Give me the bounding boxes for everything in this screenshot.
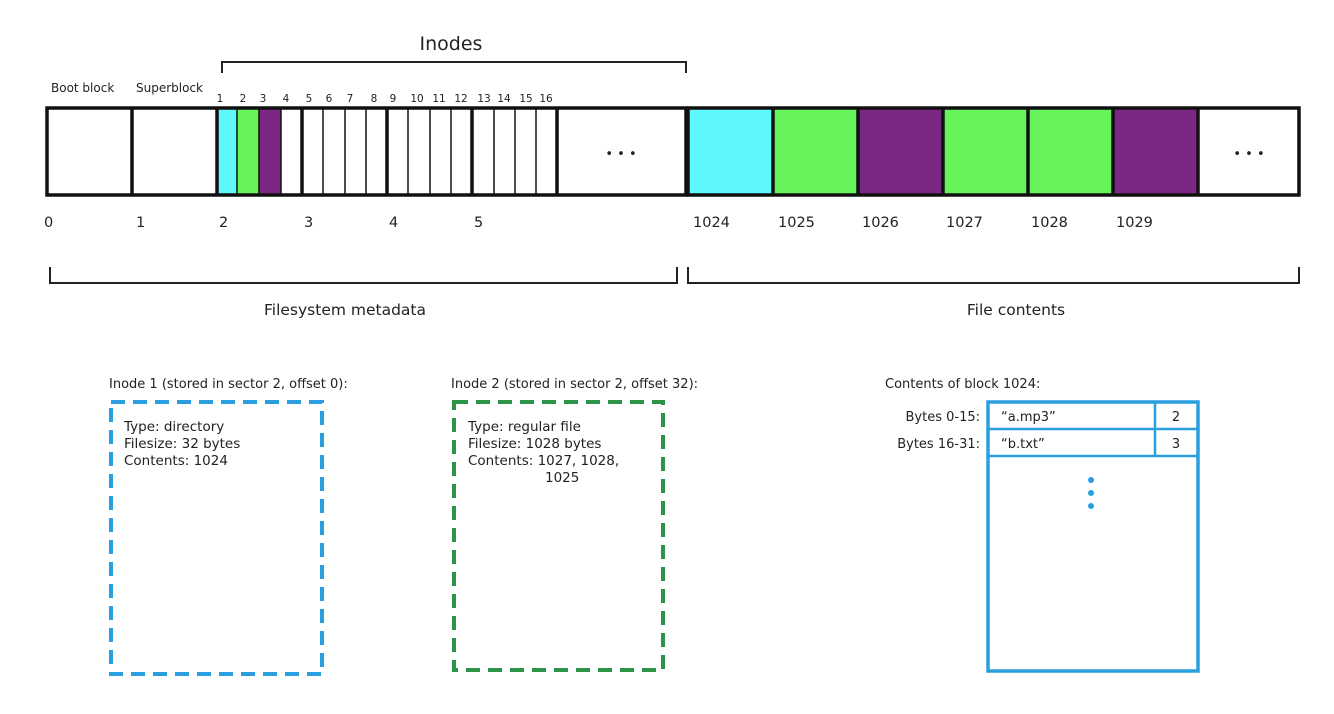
inode-2-contents-cont: 1025 — [545, 470, 579, 486]
inode-2-filesize: Filesize: 1028 bytes — [468, 436, 601, 452]
inode-index-10: 10 — [410, 93, 423, 105]
row-1-inode: 2 — [1172, 410, 1180, 425]
row-2-inode: 3 — [1172, 437, 1180, 452]
row-2-label: Bytes 16-31: — [897, 437, 980, 452]
sector-1025 — [773, 108, 858, 195]
sector-number-1028: 1028 — [1031, 215, 1068, 231]
block-1024-panel: Contents of block 1024: Bytes 0-15: “a.m… — [885, 377, 1200, 673]
sector-ellipsis-slot — [1198, 108, 1299, 195]
metadata-strip-outline — [45, 106, 688, 197]
inode-1-type: Type: directory — [123, 419, 224, 435]
inode-2-panel: Inode 2 (stored in sector 2, offset 32):… — [451, 377, 698, 672]
sector-number-3: 3 — [304, 215, 313, 231]
row-1-name: “a.mp3” — [1001, 410, 1056, 425]
inode-slot-2 — [237, 108, 259, 195]
contents-bracket — [687, 267, 1300, 284]
inode-slot-3 — [259, 108, 281, 195]
inode-index-2: 2 — [240, 93, 247, 105]
metadata-ellipsis: • • • — [605, 147, 636, 162]
inode-2-contents: Contents: 1027, 1028, — [468, 453, 619, 469]
inode-index-12: 12 — [454, 93, 467, 105]
filesystem-metadata-label: Filesystem metadata — [264, 301, 426, 319]
sector-number-5: 5 — [474, 215, 483, 231]
sector-dividers — [130, 108, 559, 195]
contents-strip-outline — [686, 106, 1301, 197]
metadata-bracket — [49, 267, 678, 284]
sector-number-4: 4 — [389, 215, 398, 231]
sector-number-2: 2 — [219, 215, 228, 231]
row-2-name: “b.txt” — [1001, 437, 1045, 452]
inodes-label: Inodes — [420, 33, 483, 55]
contents-ellipsis: • • • — [1233, 147, 1264, 162]
sector-number-1024: 1024 — [693, 215, 730, 231]
sector-1024 — [688, 108, 773, 195]
inode-index-11: 11 — [432, 93, 445, 105]
inode-index-1: 1 — [217, 93, 224, 105]
inode-index-7: 7 — [347, 93, 354, 105]
sector-number-1025: 1025 — [778, 215, 815, 231]
inode-2-box — [452, 400, 665, 672]
vertical-ellipsis-icon — [1088, 477, 1094, 509]
inode-index-5: 5 — [306, 93, 313, 105]
sector-number-1027: 1027 — [946, 215, 983, 231]
sector-number-1026: 1026 — [862, 215, 899, 231]
inode-2-type: Type: regular file — [467, 419, 581, 435]
inode-1-contents: Contents: 1024 — [124, 453, 228, 469]
inode-index-6: 6 — [326, 93, 333, 105]
inode-1-filesize: Filesize: 32 bytes — [124, 436, 240, 452]
inode-index-13: 13 — [477, 93, 490, 105]
sector-number-1: 1 — [136, 215, 145, 231]
inode-dividers — [236, 108, 537, 195]
sector-1028 — [1028, 108, 1113, 195]
boot-block-label: Boot block — [51, 81, 114, 95]
contents-sector-dividers — [771, 108, 1200, 195]
inode-index-3: 3 — [260, 93, 267, 105]
sector-1027 — [943, 108, 1028, 195]
inode-1-panel: Inode 1 (stored in sector 2, offset 0): … — [109, 377, 348, 676]
contents-strip: • • • — [686, 106, 1301, 197]
inode-index-4: 4 — [283, 93, 290, 105]
inode-slot-1 — [217, 108, 237, 195]
superblock-sector — [132, 108, 217, 195]
sector-1026 — [858, 108, 943, 195]
row-1-label: Bytes 0-15: — [906, 410, 981, 425]
metadata-strip: • • • — [45, 106, 688, 197]
inode-2-caption: Inode 2 (stored in sector 2, offset 32): — [451, 377, 698, 392]
file-contents-label: File contents — [967, 301, 1065, 319]
inode-1-caption: Inode 1 (stored in sector 2, offset 0): — [109, 377, 348, 392]
inode-index-9: 9 — [390, 93, 397, 105]
block-1024-table — [986, 400, 1200, 673]
sector-number-0: 0 — [44, 215, 53, 231]
inode-index-15: 15 — [519, 93, 532, 105]
sector-number-1029: 1029 — [1116, 215, 1153, 231]
boot-block-sector — [47, 108, 132, 195]
inode-index-16: 16 — [539, 93, 553, 105]
inode-index-14: 14 — [497, 93, 511, 105]
inode-index-8: 8 — [371, 93, 378, 105]
block-1024-caption: Contents of block 1024: — [885, 377, 1040, 392]
inodes-bracket — [221, 61, 687, 73]
superblock-label: Superblock — [136, 81, 203, 95]
sector-1029 — [1113, 108, 1198, 195]
